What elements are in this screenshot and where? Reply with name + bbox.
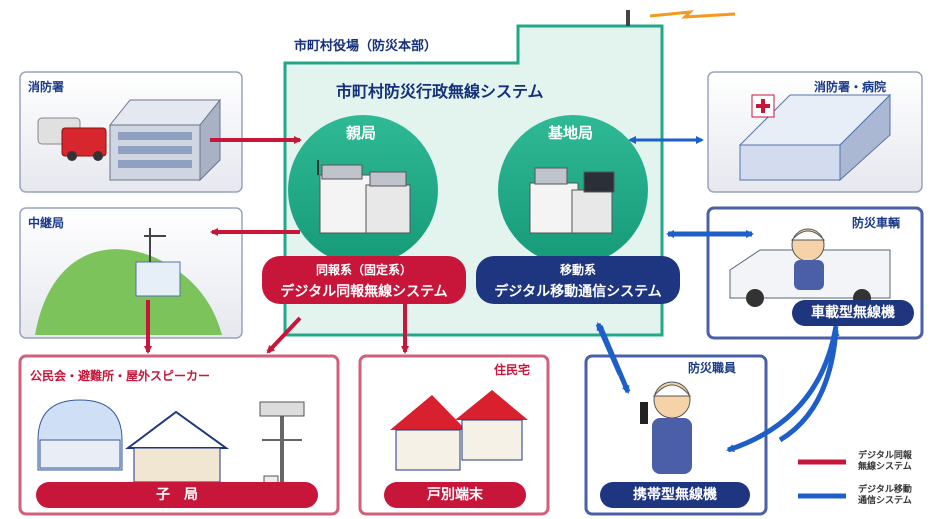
fire-hospital-label: 消防署・病院 [814, 80, 887, 94]
mobile-console-icon [529, 167, 615, 234]
base-station-label: 基地局 [548, 124, 594, 142]
relay-hill-icon [35, 228, 222, 335]
fire-station-building-icon [108, 98, 222, 182]
child-station-button: 子 局 [36, 482, 318, 508]
vehicle-radio-button: 車載型無線機 [792, 300, 914, 326]
fire-station-label: 消防署 [28, 80, 65, 94]
broadcast-system-type: 同報系（固定系） [315, 263, 412, 277]
legend-mobile-line1: デジタル移動 [858, 485, 912, 495]
mobile-system-name: デジタル移動通信システム [494, 284, 662, 300]
staff-person-icon [640, 381, 692, 474]
household-terminal-button: 戸別端末 [384, 482, 526, 508]
mobile-system-pill: 移動系 デジタル移動通信システム [476, 256, 680, 304]
residence-label: 住民宅 [494, 363, 531, 377]
legend-mobile: デジタル移動 通信システム [858, 485, 912, 507]
parent-station-label: 親局 [346, 124, 377, 142]
arrow-broadcast-to-hall [266, 316, 302, 354]
hq-label: 市町村役場（防災本部） [294, 39, 438, 54]
hospital-building-icon [738, 93, 892, 182]
house-icon [125, 410, 230, 483]
arrow-staff-to-vehicle [778, 328, 840, 443]
mobile-system-type: 移動系 [559, 263, 596, 277]
arrow-vehicle-to-staff [726, 325, 839, 453]
fire-engine-icon [37, 117, 107, 161]
residence-houses-icon [390, 390, 528, 471]
gym-building-icon [37, 399, 123, 471]
lightning-icon [649, 10, 736, 19]
broadcast-system-pill: 同報系（固定系） デジタル同報無線システム [262, 256, 466, 304]
relay-station-label: 中継局 [28, 216, 65, 230]
staff-label: 防災職員 [688, 361, 737, 375]
legend-broadcast: デジタル同報 無線システム [858, 451, 912, 473]
handheld-radio-button: 携帯型無線機 [600, 482, 750, 508]
vehicle-operator-icon [790, 228, 826, 290]
arrow-mobile-to-staff-up [595, 322, 623, 376]
legend-mobile-line2: 通信システム [858, 496, 912, 506]
public-hall-label: 公民会・避難所・屋外スピーカー [30, 369, 211, 383]
system-title: 市町村防災行政無線システム [336, 82, 544, 101]
broadcast-console-icon [317, 160, 411, 234]
legend-broadcast-line2: 無線システム [858, 462, 912, 472]
vehicle-label: 防災車輌 [852, 216, 901, 230]
legend-broadcast-line1: デジタル同報 [858, 451, 912, 461]
broadcast-system-name: デジタル同報無線システム [280, 284, 448, 300]
